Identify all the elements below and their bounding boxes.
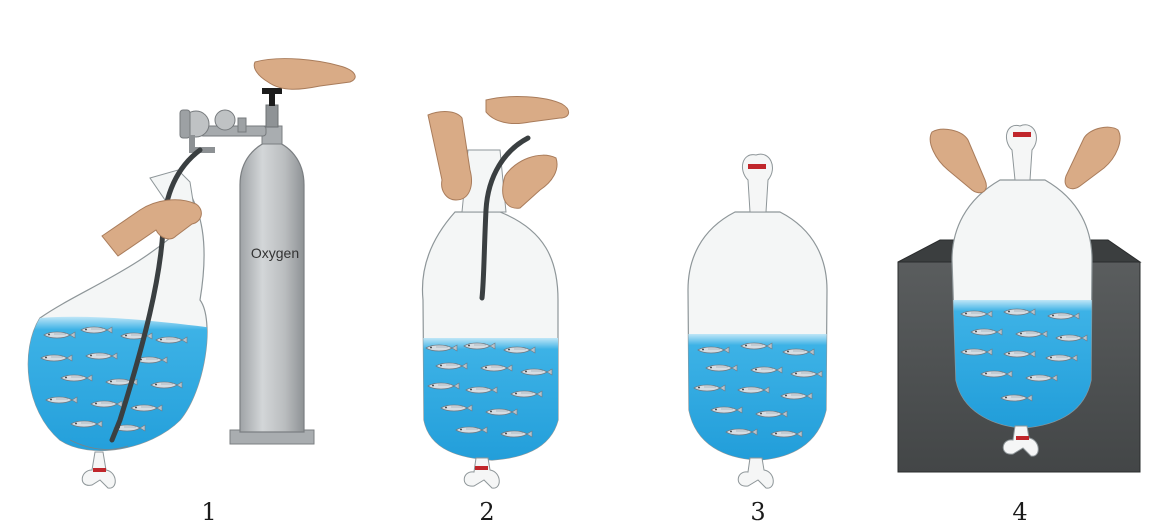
plastic-bag-icon: [951, 124, 1093, 457]
hand-icon: [101, 199, 202, 257]
oxygen-cylinder-icon: [179, 88, 315, 445]
hand-icon: [1064, 126, 1121, 190]
hand-icon: [253, 58, 356, 90]
step-1-illustration: Oxygen: [27, 58, 356, 489]
plastic-bag-icon: [421, 149, 559, 489]
step-number-3: 3: [750, 498, 765, 526]
step-3-illustration: [687, 153, 828, 489]
hand-icon: [502, 154, 558, 209]
plastic-bag-icon: [687, 153, 828, 489]
step-number-2: 2: [479, 498, 494, 526]
step-number-1: 1: [201, 498, 216, 526]
hand-icon: [427, 111, 472, 201]
step-number-4: 4: [1012, 498, 1027, 526]
step-4-illustration: [897, 124, 1142, 473]
step-2-illustration: [421, 96, 569, 489]
hand-icon: [485, 96, 569, 125]
cylinder-label: Oxygen: [251, 245, 299, 261]
hand-icon: [929, 128, 987, 194]
